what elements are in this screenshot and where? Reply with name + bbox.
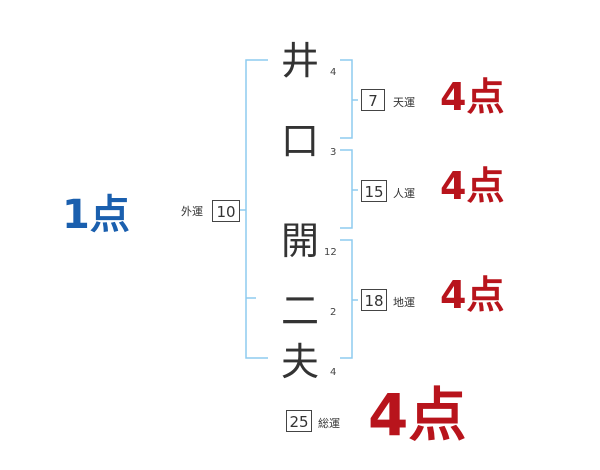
jinun-bracket (340, 149, 358, 229)
tenun-value-box: 7 (361, 89, 385, 111)
jinun-value-box: 15 (361, 180, 387, 202)
tenun-bracket (340, 59, 358, 139)
name-char-5: 夫 (280, 340, 319, 384)
tenun-label: 天運 (393, 96, 415, 109)
tenun-score: 4点 (440, 75, 505, 119)
gaiun-score: 1点 (62, 192, 130, 238)
gaiun-label: 外運 (181, 205, 203, 218)
chiun-bracket (340, 239, 358, 359)
stroke-count-4: 2 (330, 307, 337, 318)
chiun-score: 4点 (440, 273, 505, 317)
name-char-4: 二 (280, 289, 319, 333)
name-char-1: 井 (280, 39, 319, 83)
name-char-3: 開 (280, 219, 319, 263)
jinun-score: 4点 (440, 164, 505, 208)
name-char-2: 口 (280, 119, 319, 163)
souun-label: 総運 (318, 417, 340, 430)
stroke-count-2: 3 (330, 147, 337, 158)
gaiun-value-box: 10 (212, 200, 240, 222)
souun-value-box: 25 (286, 410, 312, 432)
jinun-label: 人運 (393, 187, 415, 200)
stroke-count-5: 4 (330, 367, 337, 378)
stroke-count-1: 4 (330, 67, 337, 78)
chiun-value-box: 18 (361, 289, 387, 311)
stroke-count-3: 12 (324, 247, 337, 258)
gaiun-bracket (240, 59, 268, 359)
chiun-label: 地運 (393, 296, 415, 309)
souun-score: 4点 (368, 381, 467, 449)
